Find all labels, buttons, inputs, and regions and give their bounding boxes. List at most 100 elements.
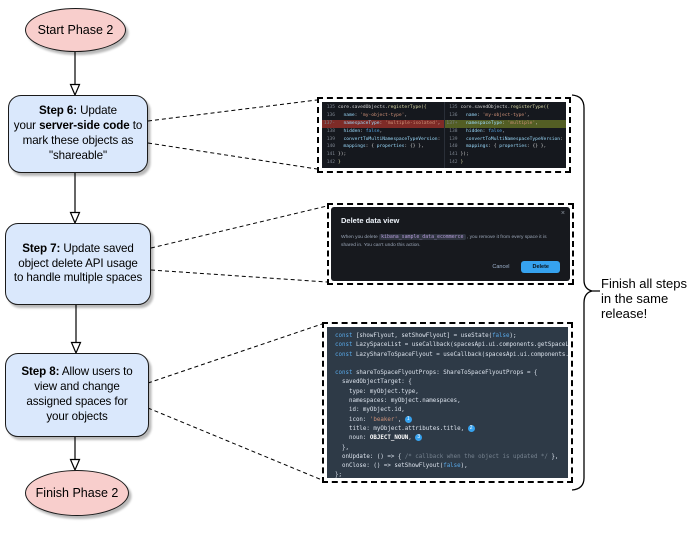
start-node: Start Phase 2 [25, 8, 126, 52]
code-token: , you remove it from every space it is s… [341, 235, 547, 248]
code-token: onUpdate: () => { [335, 453, 405, 460]
code-token: LazySpaceList = useCallback(spacesApi.ui… [352, 342, 568, 349]
step-label-line: Step 7: Update saved [22, 241, 134, 255]
code-line: icon: 'beaker', 1 [335, 415, 568, 425]
code-token: } [460, 160, 464, 166]
code-token: , [408, 435, 416, 442]
code-line: const [showFlyout, setShowFlyout] = useS… [335, 332, 568, 341]
code-token: icon: [335, 416, 370, 423]
code-token: : [482, 128, 489, 134]
code-line: namespaces: myObject.namespaces, [335, 397, 568, 406]
code-token: }); [338, 152, 347, 158]
projection-line-step6-top [147, 99, 318, 122]
modal-title: Delete data view [341, 216, 400, 225]
code-token: : [354, 112, 361, 118]
code-token: : [360, 128, 366, 134]
code-token: 'my-object-type' [482, 112, 527, 118]
code-token: namespaceType [460, 120, 502, 126]
code-token: , [379, 128, 383, 134]
finish-node-label: Finish Phase 2 [35, 486, 119, 500]
code-token: onClose: () => setShowFlyout( [335, 463, 444, 470]
step-label-line: your objects [46, 409, 108, 423]
code-block: const [showFlyout, setShowFlyout] = useS… [327, 327, 568, 478]
diff-row: 137- namespaceType: 'multiple-isolated', [322, 119, 444, 128]
line-number: 141 [449, 152, 458, 158]
modal-body: When you delete kibana_sample_data_ecomm… [341, 233, 562, 250]
line-number: 135 [326, 105, 335, 110]
code-token: core.savedObjects. [338, 105, 388, 110]
code-token: title: myObject.attributes.title, [335, 425, 468, 432]
code-line: }; [335, 471, 568, 478]
brace-note-line: Finish all steps [601, 276, 687, 291]
code-token: 'my-object-type' [360, 112, 405, 118]
code-token: kibana_sample_data_ecommerce [379, 234, 466, 240]
finish-node: Finish Phase 2 [25, 470, 129, 516]
delete-modal-screenshot: Delete data view × When you delete kiban… [327, 203, 574, 285]
code-token: : ' [437, 136, 444, 142]
delete-button[interactable]: Delete [521, 261, 560, 273]
code-token: registerType [387, 105, 421, 110]
code-token: convertToMultiNamespaceTypeVersion [460, 136, 561, 142]
line-number: 138 [449, 128, 458, 134]
diff-row: 141}); [445, 151, 567, 159]
diff-row: 140 mappings: { properties: {} }, [322, 143, 444, 151]
code-token: const [335, 351, 353, 358]
flow-arrow-start-to-step6 [69, 52, 81, 97]
code-token: : [379, 120, 386, 126]
code-token: name [460, 112, 478, 118]
code-token: ), [460, 463, 468, 470]
code-token: /* callback when the object is updated *… [404, 453, 548, 460]
code-line: onClose: () => setShowFlyout(false), [335, 462, 568, 471]
code-token: }, [335, 444, 349, 451]
projection-line-step8-bottom [147, 407, 323, 481]
step-label-line: object delete API usage [18, 256, 138, 270]
code-token: , [404, 112, 408, 118]
step-label-line: Step 6: Update [39, 104, 117, 118]
code-token: : {} }, [526, 144, 547, 150]
code-token: : ' [560, 136, 566, 142]
cancel-button[interactable]: Cancel [492, 264, 510, 270]
diff-row: 138 hidden: false, [322, 128, 444, 136]
close-icon[interactable]: × [560, 210, 565, 217]
code-line: type: myObject.type, [335, 388, 568, 397]
line-number: 142 [326, 160, 335, 166]
line-number: 139 [326, 136, 335, 142]
diff-row: 138 hidden: false, [445, 128, 567, 136]
step-label-line: view and change [34, 380, 120, 394]
code-token: properties [376, 144, 405, 150]
line-number: 136 [326, 112, 335, 118]
line-number: 140 [449, 144, 458, 150]
code-token: When you delete [341, 235, 380, 240]
code-token: 'multiple' [507, 120, 536, 126]
line-number: 136 [449, 112, 458, 118]
code-token: , [502, 128, 505, 134]
grouping-brace [571, 94, 600, 491]
code-token: namespaces: myObject.namespaces, [335, 398, 461, 405]
diff-row: 140 mappings: { properties: {} }, [445, 143, 567, 151]
code-token: , [535, 120, 538, 126]
projection-line-step6-bottom [147, 142, 318, 170]
code-annotation-badge: 2 [467, 424, 475, 432]
brace-note: Finish all steps in the same release! [601, 276, 691, 321]
code-token: false [492, 333, 510, 339]
code-token: : [502, 120, 508, 126]
step-label-line: Step 8: Allow users to [21, 365, 133, 379]
code-token: }; [335, 472, 342, 478]
code-token: hidden [460, 128, 483, 134]
code-token: : { [365, 144, 377, 150]
code-annotation-badge: 1 [404, 415, 412, 423]
code-line: const LazyShareToSpaceFlyout = useCallba… [335, 351, 568, 360]
projection-line-step7-top [150, 205, 328, 249]
start-node-label: Start Phase 2 [37, 23, 114, 37]
code-token: LazyShareToSpaceFlyout = useCallback(spa… [352, 351, 568, 358]
step-label-line: mark these objects as [22, 134, 134, 147]
modal-buttons: Cancel Delete [492, 261, 560, 273]
line-number: 140 [326, 144, 335, 150]
diff-row: 136 name: 'my-object-type', [445, 112, 567, 120]
